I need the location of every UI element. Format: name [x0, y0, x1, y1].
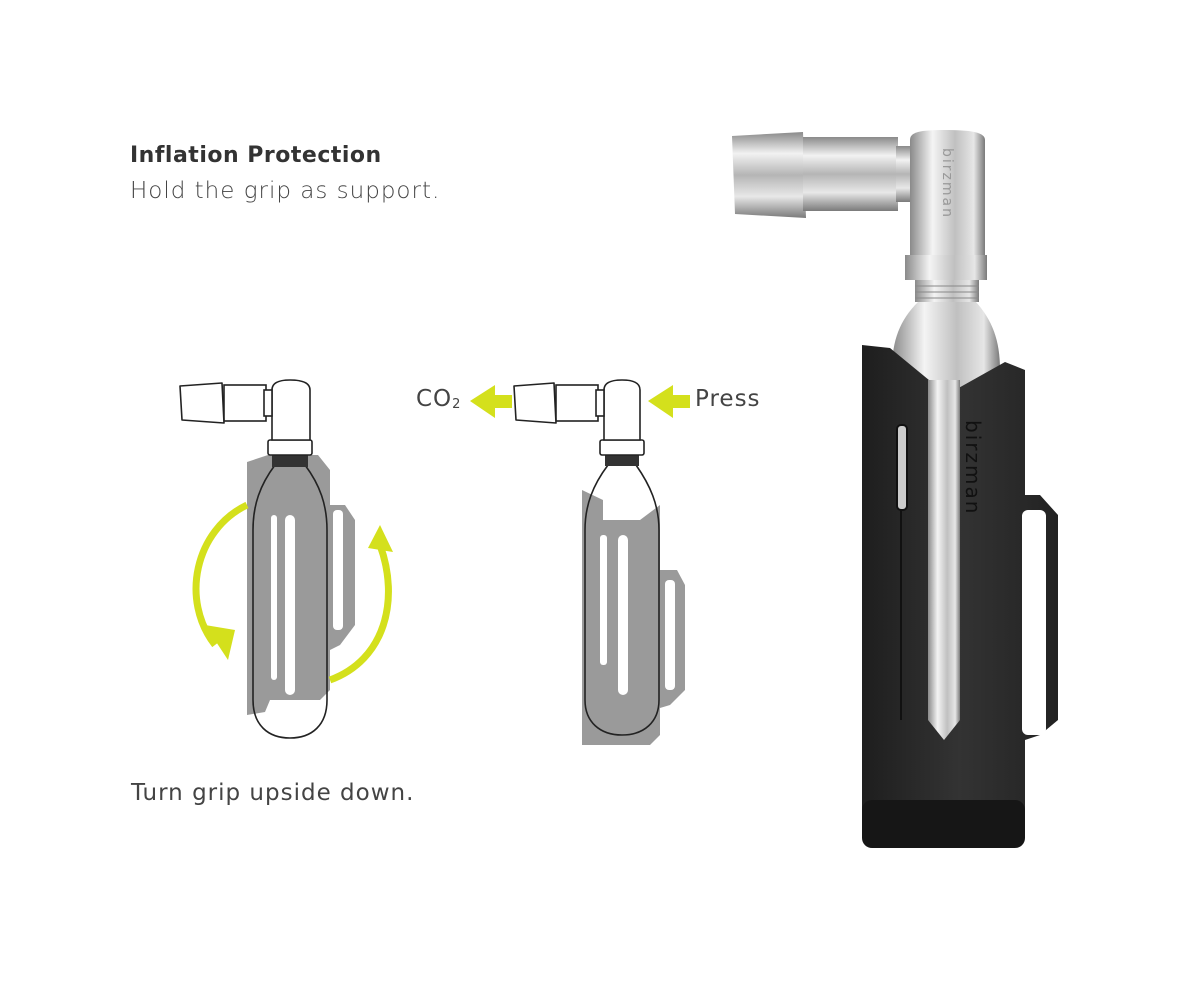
co2-subscript: 2: [452, 397, 462, 412]
co2-arrow-icon: [470, 385, 512, 418]
step2-illustration: [470, 379, 690, 745]
step1-illustration: [179, 379, 393, 739]
brand-logo-grip: birzman: [961, 420, 985, 515]
co2-text: CO: [416, 386, 453, 412]
press-arrow-icon: [648, 385, 690, 418]
section-title: Inflation Protection: [130, 143, 382, 168]
section-subtitle: Hold the grip as support.: [130, 178, 441, 204]
rotate-arrow-left-icon: [205, 625, 235, 660]
co2-label: CO2: [416, 386, 461, 412]
press-label: Press: [695, 386, 761, 412]
rotate-arrow-right-icon: [368, 525, 393, 552]
product-image: birzman birzman: [732, 130, 1058, 848]
step1-caption: Turn grip upside down.: [131, 780, 415, 806]
brand-logo-head: birzman: [939, 148, 955, 219]
